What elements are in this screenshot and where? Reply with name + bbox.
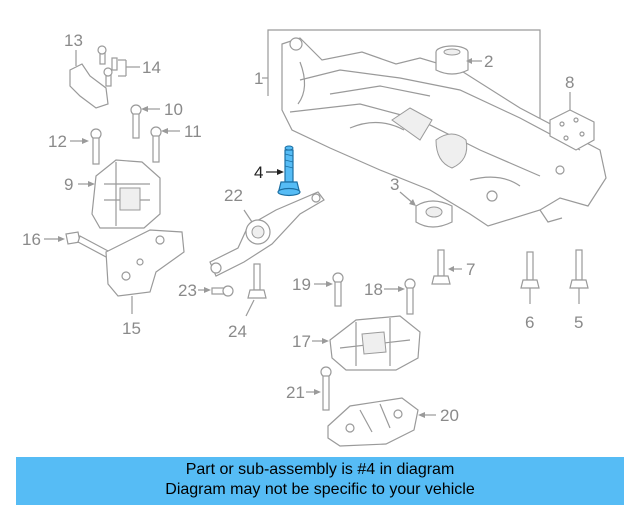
banner-line-part-number: Part or sub-assembly is #4 in diagram: [185, 461, 455, 478]
bushing-part-2[interactable]: [435, 45, 469, 75]
callout-7: 7: [448, 260, 475, 279]
callout-21: 21: [286, 383, 321, 402]
svg-text:6: 6: [525, 313, 534, 332]
svg-text:18: 18: [364, 280, 383, 299]
svg-text:24: 24: [228, 322, 247, 341]
callout-6: 6: [525, 313, 534, 332]
svg-text:15: 15: [122, 319, 141, 338]
svg-text:9: 9: [64, 175, 73, 194]
torque-arm-part-22[interactable]: [209, 191, 325, 277]
callout-13: 13: [64, 31, 83, 50]
svg-text:20: 20: [440, 406, 459, 425]
bracket-part-15[interactable]: [105, 229, 185, 314]
bolt-part-16[interactable]: [65, 231, 111, 259]
callout-15: 15: [122, 319, 141, 338]
callout-2: 2: [466, 52, 493, 71]
callout-9: 9: [64, 175, 95, 194]
mount-part-9[interactable]: [91, 159, 161, 229]
callout-23: 23: [178, 281, 211, 300]
bolt-part-4[interactable]: [277, 145, 301, 197]
mount-part-17[interactable]: [329, 315, 421, 371]
svg-text:21: 21: [286, 383, 305, 402]
svg-text:2: 2: [484, 52, 493, 71]
bolt-part-11[interactable]: [150, 126, 162, 163]
svg-text:12: 12: [48, 132, 67, 151]
bolt-part-10[interactable]: [130, 104, 142, 139]
callout-14: 14: [118, 58, 161, 77]
callout-1: 1: [254, 69, 268, 88]
bracket-part-13[interactable]: [69, 50, 109, 109]
callout-3: 3: [390, 175, 416, 206]
bolt-part-5[interactable]: [569, 249, 589, 304]
svg-text:5: 5: [574, 313, 583, 332]
callout-16: 16: [22, 230, 65, 249]
callout-11: 11: [161, 122, 202, 141]
callout-24: 24: [228, 322, 247, 341]
svg-text:23: 23: [178, 281, 197, 300]
banner-line-disclaimer: Diagram may not be specific to your vehi…: [165, 481, 475, 498]
callout-20: 20: [418, 406, 459, 425]
svg-text:16: 16: [22, 230, 41, 249]
svg-text:1: 1: [254, 69, 263, 88]
svg-text:4: 4: [254, 163, 263, 182]
svg-text:11: 11: [184, 122, 202, 141]
bolt-part-21[interactable]: [320, 366, 332, 411]
info-banner: Part or sub-assembly is #4 in diagram Di…: [16, 457, 624, 505]
bushing-part-3[interactable]: [415, 200, 453, 228]
bolt-part-19[interactable]: [332, 272, 344, 307]
callout-18: 18: [364, 280, 405, 299]
bolt-part-23[interactable]: [211, 285, 234, 297]
plate-part-8[interactable]: [549, 92, 595, 151]
callout-12: 12: [48, 132, 89, 151]
callout-19: 19: [292, 275, 333, 294]
svg-text:10: 10: [164, 100, 183, 119]
callout-22: 22: [224, 186, 243, 205]
bolt-part-24[interactable]: [245, 263, 267, 317]
bolt-part-6[interactable]: [520, 251, 540, 304]
svg-text:3: 3: [390, 175, 399, 194]
svg-text:17: 17: [292, 332, 311, 351]
callout-4: 4: [254, 163, 284, 182]
callout-10: 10: [141, 100, 183, 119]
svg-text:13: 13: [64, 31, 83, 50]
callout-5: 5: [574, 313, 583, 332]
svg-text:8: 8: [565, 73, 574, 92]
bolt-part-7[interactable]: [431, 249, 451, 285]
svg-text:14: 14: [142, 58, 161, 77]
callout-17: 17: [292, 332, 329, 351]
svg-text:22: 22: [224, 186, 243, 205]
bolt-part-18[interactable]: [404, 278, 416, 315]
svg-text:19: 19: [292, 275, 311, 294]
bolt-part-12[interactable]: [90, 128, 102, 165]
svg-text:7: 7: [466, 260, 475, 279]
subframe-part-1[interactable]: [267, 29, 607, 227]
bolts-part-14[interactable]: [97, 45, 118, 87]
callout-8: 8: [565, 73, 574, 92]
bracket-part-20[interactable]: [327, 397, 419, 447]
